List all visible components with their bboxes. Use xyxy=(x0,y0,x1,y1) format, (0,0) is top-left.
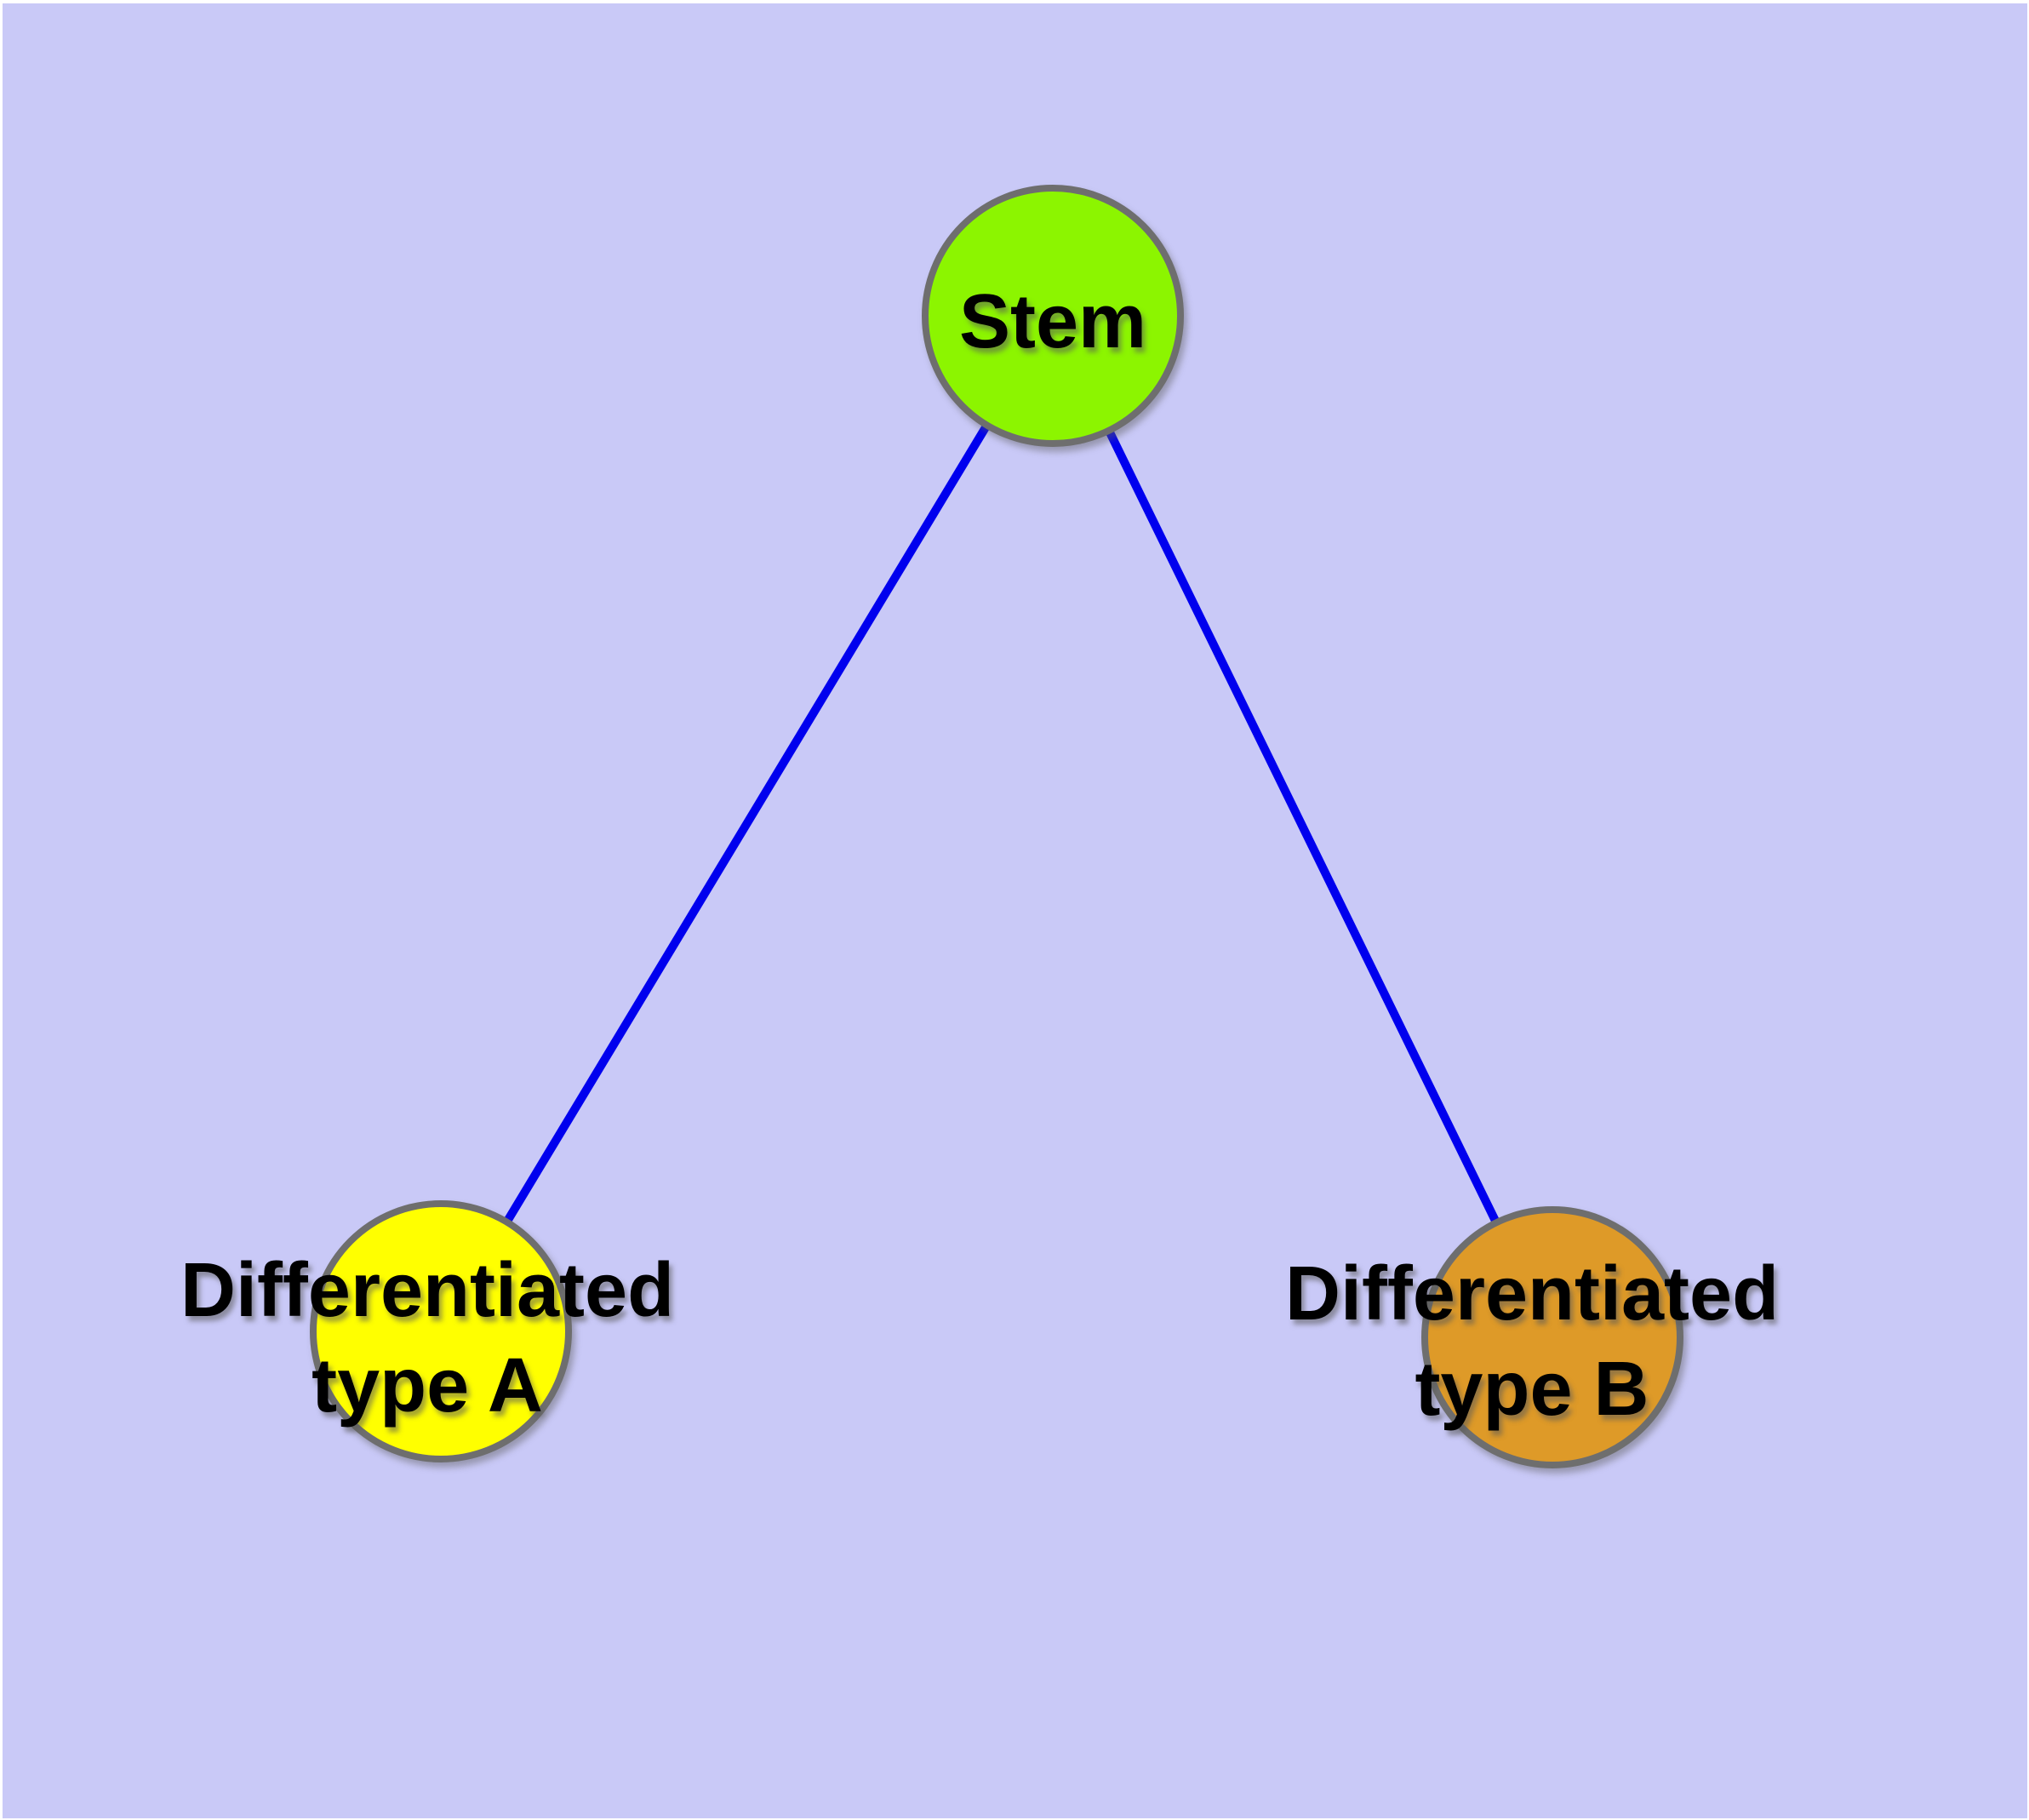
canvas-frame-left xyxy=(0,0,3,1820)
canvas-frame-bottom xyxy=(0,1818,2029,1820)
node-type-b-label: Differentiated type B xyxy=(1285,1246,1779,1437)
node-type-a-label: Differentiated type A xyxy=(180,1243,674,1434)
node-type-a-circle xyxy=(310,1200,572,1462)
node-type-b-circle xyxy=(1421,1206,1683,1468)
node-stem-circle xyxy=(922,185,1184,447)
edge-stem-to-type-b xyxy=(1049,313,1557,1340)
node-type-a-label-line-2: type A xyxy=(311,1343,543,1428)
node-type-b-label-line-1: Differentiated xyxy=(1284,1251,1780,1336)
node-type-a-label-line-1: Differentiated xyxy=(180,1248,675,1333)
canvas-frame-top xyxy=(0,0,2029,3)
canvas-frame-right xyxy=(2027,0,2029,1820)
node-stem-label: Stem xyxy=(959,274,1146,369)
node-stem-label-text: Stem xyxy=(958,279,1147,364)
node-type-b-label-line-2: type B xyxy=(1415,1347,1649,1432)
edge-stem-to-type-a xyxy=(437,313,1057,1334)
